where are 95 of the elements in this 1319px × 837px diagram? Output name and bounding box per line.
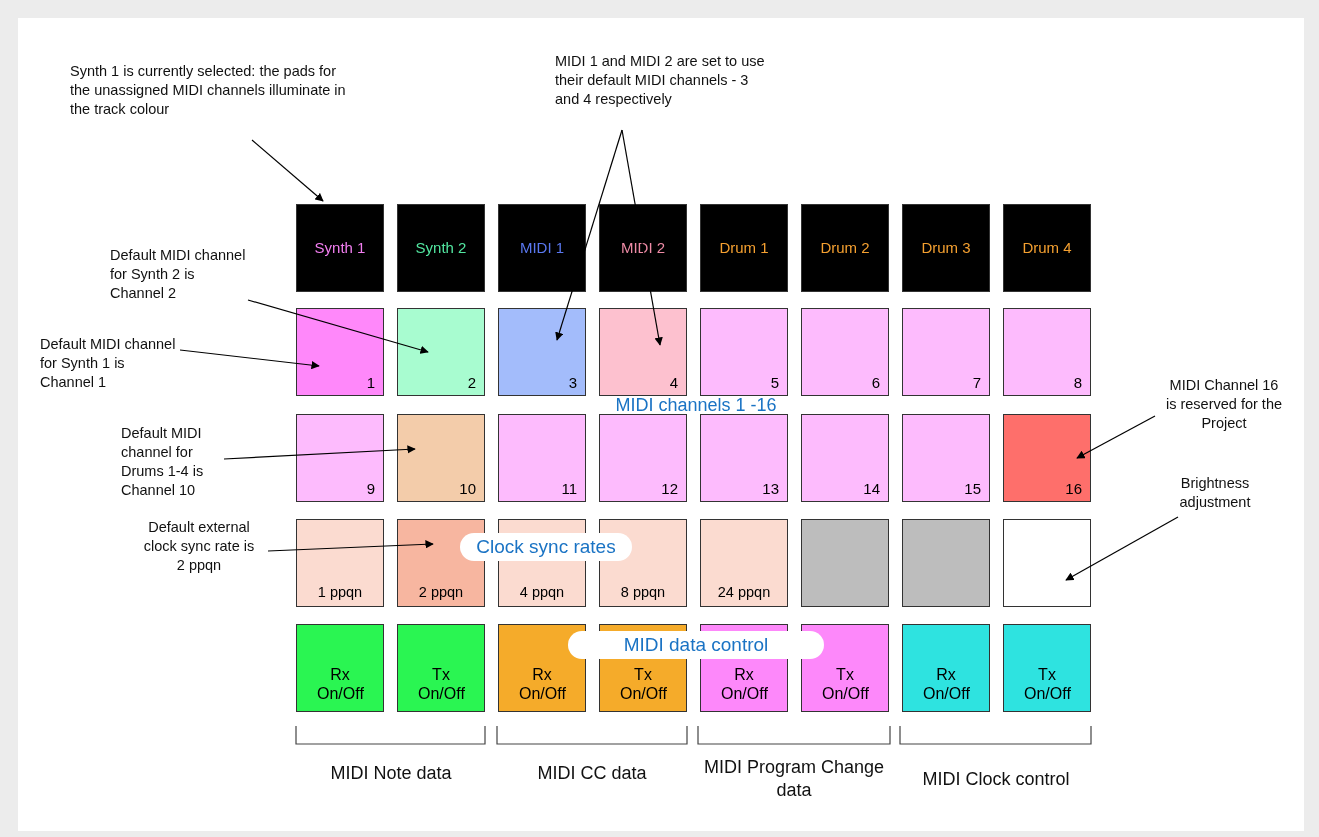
data-control-pad bbox=[902, 624, 990, 712]
sync-rate-label: 8 ppqn bbox=[619, 584, 667, 600]
channel-pad bbox=[397, 414, 485, 502]
channel-pad bbox=[801, 308, 889, 396]
section-label: MIDI data control bbox=[568, 631, 824, 659]
track-name: Synth 2 bbox=[414, 239, 468, 256]
channel-number: 13 bbox=[762, 480, 779, 497]
sync-rate-pad bbox=[700, 519, 788, 607]
blank-pad bbox=[801, 519, 889, 607]
on-off-label: Tx On/Off bbox=[418, 665, 464, 703]
channel-number: 15 bbox=[964, 480, 981, 497]
leader-arrow bbox=[555, 129, 623, 341]
group-label: MIDI Program Change data bbox=[702, 756, 886, 802]
on-off-label: Rx On/Off bbox=[923, 665, 969, 703]
channel-pad bbox=[902, 308, 990, 396]
leader-arrow bbox=[1076, 415, 1156, 459]
track-name: Drum 1 bbox=[718, 239, 770, 256]
track-name: MIDI 2 bbox=[619, 239, 667, 256]
channel-pad bbox=[498, 308, 586, 396]
on-off-label: Tx On/Off bbox=[620, 665, 666, 703]
group-label: MIDI CC data bbox=[536, 762, 648, 785]
channel-number: 16 bbox=[1065, 480, 1082, 497]
sync-rate-label: 4 ppqn bbox=[518, 584, 566, 600]
group-label: MIDI Clock control bbox=[921, 768, 1071, 791]
annotation-text: MIDI Channel 16 is reserved for the Project bbox=[1165, 376, 1283, 433]
channel-number: 12 bbox=[661, 480, 678, 497]
leader-arrow bbox=[251, 139, 324, 202]
track-name: Drum 3 bbox=[920, 239, 972, 256]
channel-pad bbox=[296, 414, 384, 502]
track-pad bbox=[902, 204, 990, 292]
on-off-label: Rx On/Off bbox=[519, 665, 565, 703]
channel-number: 10 bbox=[459, 480, 476, 497]
annotation-text: Default external clock sync rate is 2 ppqn bbox=[138, 518, 260, 575]
channel-pad bbox=[397, 308, 485, 396]
channel-number: 2 bbox=[467, 374, 476, 391]
on-off-label: Tx On/Off bbox=[822, 665, 868, 703]
channel-number: 7 bbox=[972, 374, 981, 391]
channel-pad bbox=[498, 414, 586, 502]
channel-number: 8 bbox=[1073, 374, 1082, 391]
data-control-pad bbox=[801, 624, 889, 712]
annotation-text: Brightness adjustment bbox=[1150, 474, 1280, 512]
on-off-label: Tx On/Off bbox=[1024, 665, 1070, 703]
channel-number: 11 bbox=[561, 480, 577, 497]
track-pad bbox=[296, 204, 384, 292]
on-off-label: Rx On/Off bbox=[721, 665, 767, 703]
track-name: Drum 4 bbox=[1021, 239, 1073, 256]
sync-rate-pad bbox=[296, 519, 384, 607]
blank-pad bbox=[902, 519, 990, 607]
channel-number: 6 bbox=[871, 374, 880, 391]
annotation-text: MIDI 1 and MIDI 2 are set to use their default MIDI channels - 3 and 4 respectively bbox=[555, 52, 767, 109]
channel-pad bbox=[599, 414, 687, 502]
annotation-text: Synth 1 is currently selected: the pads for the unassigned MIDI channels illuminate in the track colour bbox=[70, 62, 348, 119]
channel-pad bbox=[1003, 414, 1091, 502]
sync-rate-label: 24 ppqn bbox=[716, 584, 772, 600]
sync-rate-label: 2 ppqn bbox=[417, 584, 465, 600]
track-pad bbox=[801, 204, 889, 292]
data-control-pad bbox=[1003, 624, 1091, 712]
data-control-pad bbox=[397, 624, 485, 712]
annotation-text: Default MIDI channel for Drums 1-4 is Channel 10 bbox=[121, 424, 233, 500]
channel-pad bbox=[700, 308, 788, 396]
data-control-pad bbox=[498, 624, 586, 712]
on-off-label: Rx On/Off bbox=[317, 665, 363, 703]
channel-number: 4 bbox=[669, 374, 678, 391]
channel-number: 14 bbox=[863, 480, 880, 497]
channel-number: 3 bbox=[568, 374, 577, 391]
leader-arrow bbox=[223, 445, 416, 460]
channel-pad bbox=[1003, 308, 1091, 396]
track-pad bbox=[498, 204, 586, 292]
leader-arrow bbox=[267, 540, 434, 552]
track-pad bbox=[599, 204, 687, 292]
annotation-text: Default MIDI channel for Synth 2 is Channel 2 bbox=[110, 246, 250, 303]
channel-number: 1 bbox=[366, 374, 375, 391]
channel-pad bbox=[599, 308, 687, 396]
annotation-text: Default MIDI channel for Synth 1 is Channel 1 bbox=[40, 335, 180, 392]
sync-rate-label: 1 ppqn bbox=[316, 584, 364, 600]
section-label: Clock sync rates bbox=[460, 533, 632, 561]
leader-arrow bbox=[1065, 516, 1179, 581]
data-control-pad bbox=[296, 624, 384, 712]
track-pad bbox=[397, 204, 485, 292]
blank-pad bbox=[1003, 519, 1091, 607]
channel-pad bbox=[700, 414, 788, 502]
track-name: Synth 1 bbox=[313, 239, 367, 256]
track-name: MIDI 1 bbox=[518, 239, 566, 256]
channel-pad bbox=[801, 414, 889, 502]
track-name: Drum 2 bbox=[819, 239, 871, 256]
track-pad bbox=[700, 204, 788, 292]
channel-pad bbox=[296, 308, 384, 396]
channel-number: 9 bbox=[366, 480, 375, 497]
channel-number: 5 bbox=[770, 374, 779, 391]
leader-arrow bbox=[247, 299, 429, 354]
group-label: MIDI Note data bbox=[329, 762, 453, 785]
leader-arrow bbox=[621, 129, 663, 346]
track-pad bbox=[1003, 204, 1091, 292]
leader-arrow bbox=[179, 349, 320, 370]
channel-pad bbox=[902, 414, 990, 502]
